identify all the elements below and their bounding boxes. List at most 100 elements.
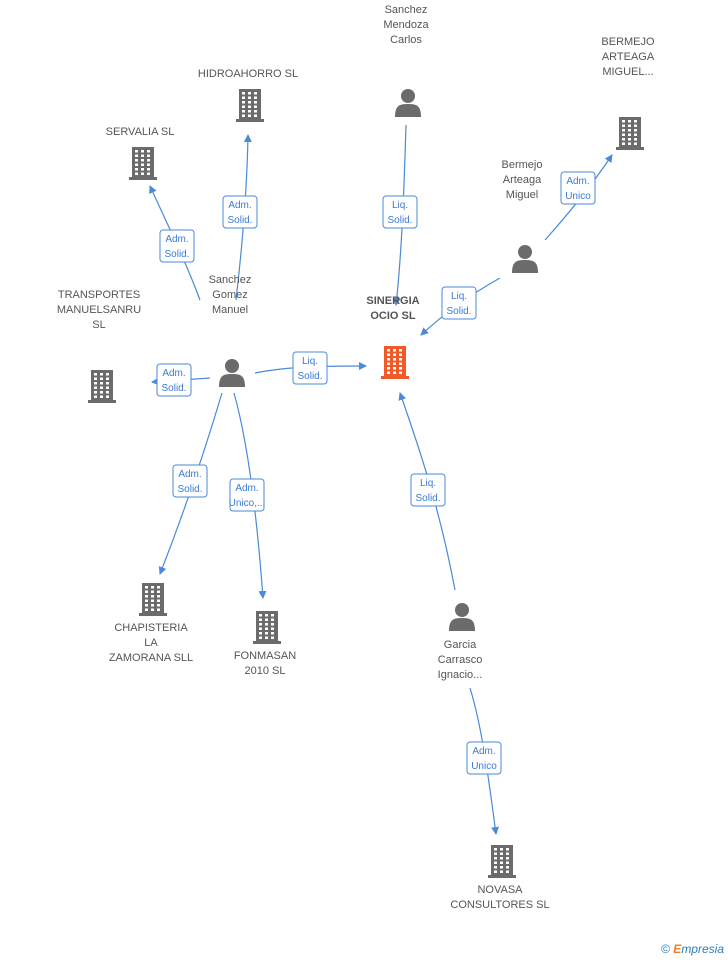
node-chapisteria[interactable]: CHAPISTERIA LA ZAMORANA SLL (109, 583, 193, 664)
building-icon (488, 845, 516, 878)
edge-sanchez_gomez-to-sinergia: Liq. Solid. (254, 351, 367, 385)
node-label: OCIO SL (370, 310, 416, 322)
node-garcia[interactable]: GarciaCarrascoIgnacio... (438, 603, 483, 681)
edge-sanchez_gomez-to-fonmasan: Adm. Unico,... (229, 392, 267, 599)
node-label: CONSULTORES SL (450, 899, 549, 911)
node-label: Ignacio... (438, 669, 483, 681)
brand-name: mpresia (681, 942, 724, 956)
building-icon (236, 89, 264, 122)
edge-label-text: Unico,... (229, 498, 266, 509)
node-label: MANUELSANRU (57, 304, 141, 316)
node-label: SERVALIA SL (106, 126, 175, 138)
edge-sanchez_gomez-to-servalia: Adm. Solid. (149, 185, 201, 301)
node-label: Gomez (212, 289, 247, 301)
node-label: NOVASA (477, 884, 523, 896)
node-label: 2010 SL (245, 665, 286, 677)
node-label: Garcia (444, 639, 477, 651)
edge-sanchez_gomez-to-transportes: Adm. Solid. (151, 363, 211, 397)
edge-label-text: Adm. (235, 483, 258, 494)
edge-bermejo_person-to-sinergia: Liq. Solid. (420, 277, 501, 336)
edge-label-text: Solid. (177, 484, 202, 495)
person-icon (395, 89, 421, 117)
node-label: Sanchez (385, 4, 428, 16)
building-icon (88, 370, 116, 403)
node-label: Miguel (506, 189, 538, 201)
edge-label-text: Adm. (162, 368, 185, 379)
node-fonmasan[interactable]: FONMASAN 2010 SL (234, 611, 296, 677)
edge-label-text: Solid. (227, 215, 252, 226)
node-label: LA (144, 637, 158, 649)
edge-sanchez_mendoza-to-sinergia: Liq. Solid. (382, 124, 418, 306)
brand-initial: E (673, 942, 682, 956)
edge-label-text: Unico (471, 761, 497, 772)
edge-label-box (172, 464, 208, 498)
edge-bermejo_person-to-bermejo_co: Adm. Unico (544, 154, 613, 241)
edge-label-text: Liq. (392, 200, 408, 211)
edge-label-text: Solid. (164, 249, 189, 260)
edge-label-box (410, 473, 446, 507)
edge-garcia-to-sinergia: Liq. Solid. (398, 392, 456, 591)
building-icon (253, 611, 281, 644)
node-label: FONMASAN (234, 650, 296, 662)
node-label: Carlos (390, 34, 422, 46)
node-label: SL (92, 319, 105, 331)
node-label: Manuel (212, 304, 248, 316)
edge-label-text: Solid. (415, 493, 440, 504)
node-novasa[interactable]: NOVASA CONSULTORES SL (450, 845, 550, 911)
edge-sanchez_gomez-to-chapisteria: Adm. Solid. (158, 392, 223, 575)
edge-label-box (560, 171, 596, 205)
node-label: BERMEJO (601, 36, 655, 48)
node-label: TRANSPORTES (58, 289, 140, 301)
edge-label-text: Solid. (387, 215, 412, 226)
node-label: MIGUEL... (602, 66, 653, 78)
node-sinergia[interactable]: SINERGIA OCIO SL (366, 295, 420, 379)
edge-label-text: Adm. (228, 200, 251, 211)
edge-label-box (466, 741, 502, 775)
node-label: Mendoza (383, 19, 429, 31)
person-icon (449, 603, 475, 631)
node-label: SINERGIA (366, 295, 419, 307)
edge-label-text: Solid. (161, 383, 186, 394)
node-label: Sanchez (209, 274, 252, 286)
edge-label-text: Liq. (451, 291, 467, 302)
edge-label-text: Adm. (178, 469, 201, 480)
node-label: Bermejo (502, 159, 543, 171)
brand-logo: © Empresia (661, 942, 724, 956)
node-label: Carrasco (438, 654, 483, 666)
edge-label-text: Unico (565, 191, 591, 202)
edge-label-text: Solid. (297, 371, 322, 382)
node-label: ZAMORANA SLL (109, 652, 193, 664)
edge-label-text: Liq. (302, 356, 318, 367)
building-icon (381, 346, 409, 379)
person-icon (512, 245, 538, 273)
building-icon (139, 583, 167, 616)
edge-label-text: Adm. (165, 234, 188, 245)
building-icon (616, 117, 644, 150)
edge-label-text: Adm. (472, 746, 495, 757)
edge-label-text: Solid. (446, 306, 471, 317)
edge-garcia-to-novasa: Adm. Unico (466, 687, 502, 835)
node-bermejo_co[interactable]: BERMEJO ARTEAGA MIGUEL... (601, 36, 655, 150)
edge-label-box (156, 363, 192, 397)
node-label: CHAPISTERIA (114, 622, 188, 634)
node-hidroahorro[interactable]: HIDROAHORRO SL (198, 68, 298, 122)
edge-label-box (229, 478, 265, 512)
building-icon (129, 147, 157, 180)
edge-label-box (222, 195, 258, 229)
edge-label-box (382, 195, 418, 229)
edge-sanchez_gomez-to-hidroahorro: Adm. Solid. (222, 134, 258, 301)
node-transportes[interactable]: TRANSPORTES MANUELSANRU SL (57, 289, 141, 403)
edge-label-text: Adm. (566, 176, 589, 187)
node-servalia[interactable]: SERVALIA SL (106, 126, 175, 180)
edge-label-text: Liq. (420, 478, 436, 489)
node-label: ARTEAGA (602, 51, 655, 63)
copyright-symbol: © (661, 942, 670, 956)
edge-label-box (292, 351, 328, 385)
person-icon (219, 359, 245, 387)
node-label: HIDROAHORRO SL (198, 68, 298, 80)
edge-label-box (159, 229, 195, 263)
